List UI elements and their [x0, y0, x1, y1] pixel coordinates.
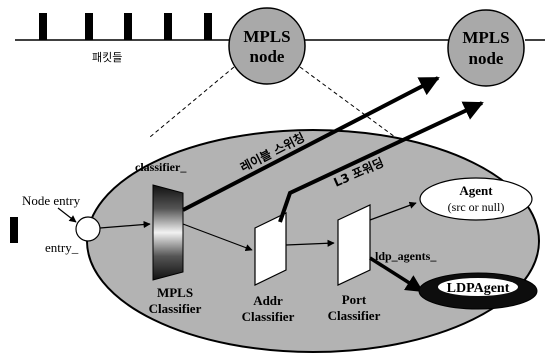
mpls-node-left-line1: MPLS	[243, 27, 290, 46]
port-classifier-line2: Classifier	[328, 308, 381, 323]
addr-classifier-line1: Addr	[253, 293, 283, 308]
packet-icon	[85, 13, 93, 40]
mpls-classifier-line2: Classifier	[149, 301, 202, 316]
port-classifier-line1: Port	[342, 292, 367, 307]
mpls-node-right: MPLS node	[448, 10, 524, 86]
agent-line2: (src or null)	[448, 200, 505, 214]
addr-classifier-line2: Classifier	[242, 309, 295, 324]
entry-label: entry_	[45, 240, 79, 255]
mpls-node-right-line1: MPLS	[462, 28, 509, 47]
packet-icon	[204, 13, 212, 40]
packet-icon	[10, 217, 18, 243]
classifier-label: classifier_	[135, 160, 187, 174]
packet-icon	[124, 13, 132, 40]
zoom-line-left	[150, 67, 234, 137]
entry-arrow-in	[58, 208, 76, 222]
agent-line1: Agent	[459, 183, 493, 198]
mpls-node-right-line2: node	[469, 49, 504, 68]
mpls-classifier-line1: MPLS	[157, 285, 193, 300]
packet-icon	[39, 13, 47, 40]
mpls-node-left-line2: node	[250, 47, 285, 66]
packet-icon	[164, 13, 172, 40]
mpls-node-left: MPLS node	[229, 8, 305, 84]
ldp-agents-label: ldp_agents_	[375, 249, 437, 263]
ldp-agent-label: LDPAgent	[447, 281, 510, 296]
mpls-classifier-shape	[153, 185, 183, 280]
entry-point	[76, 217, 100, 241]
node-entry-label: Node entry	[22, 193, 81, 208]
packet-label: 패킷들	[92, 51, 122, 64]
